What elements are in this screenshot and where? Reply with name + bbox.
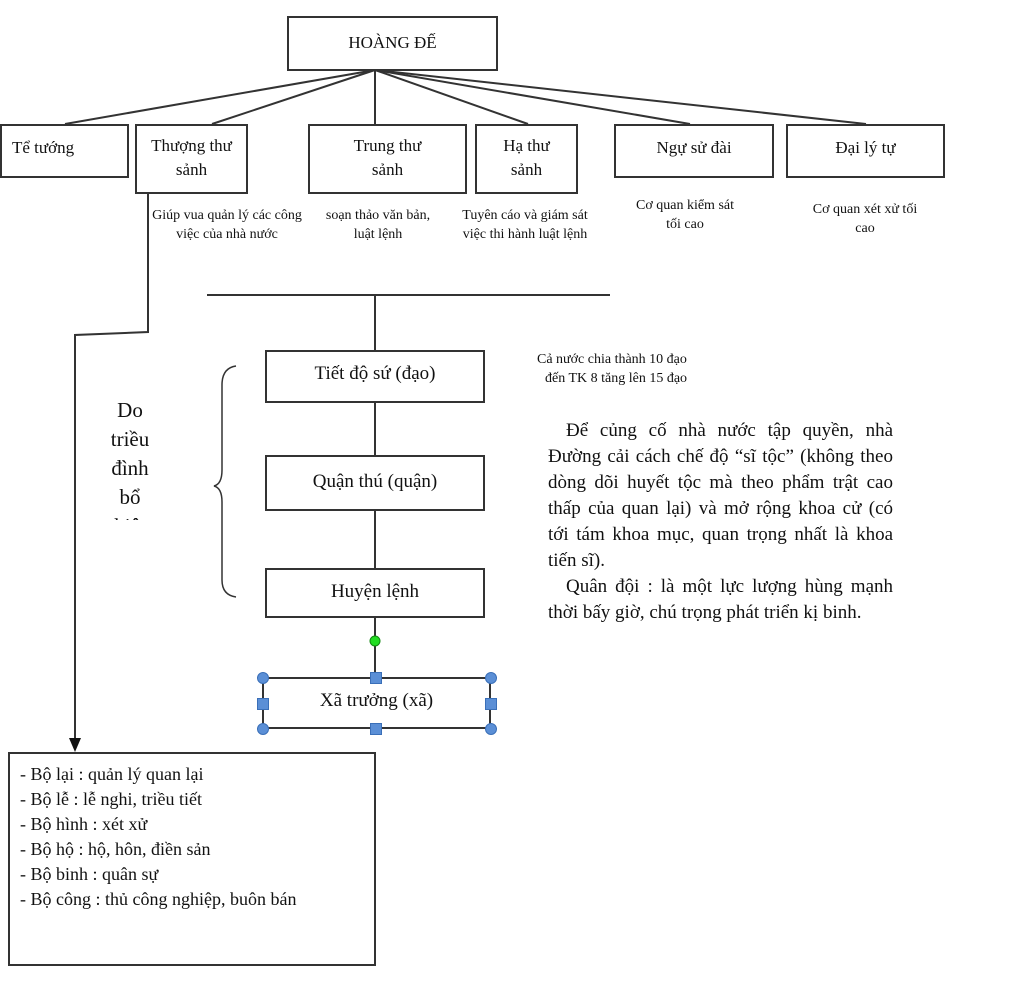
- ministry-item: - Bộ binh : quân sự: [20, 864, 159, 884]
- ministry-item: - Bộ hộ : hộ, hôn, điền sản: [20, 839, 211, 859]
- resize-handle[interactable]: [485, 698, 497, 710]
- ministry-item: - Bộ hình : xét xử: [20, 814, 148, 834]
- department-box: Ngự sử đài: [614, 124, 774, 178]
- department-box: Trung thư sảnh: [308, 124, 467, 194]
- local-level-box: Tiết độ sứ (đạo): [265, 350, 485, 403]
- department-label: Hạ thư sảnh: [503, 136, 550, 179]
- department-desc: Cơ quan xét xử tối cao: [812, 202, 918, 236]
- department-desc: Giúp vua quản lý các công việc của nhà n…: [152, 208, 302, 242]
- ministry-item: - Bộ lễ : lễ nghi, triều tiết: [20, 789, 202, 809]
- department-desc: Cơ quan kiểm sát tối cao: [636, 198, 734, 232]
- resize-handle[interactable]: [370, 723, 382, 735]
- local-level-label: Huyện lệnh: [330, 581, 420, 602]
- ministry-item: - Bộ lại : quản lý quan lại: [20, 764, 204, 784]
- emperor-box: HOÀNG ĐẾ: [287, 16, 498, 71]
- department-box: Tể tướng: [0, 124, 129, 178]
- ministry-item: - Bộ công : thủ công nghiệp, buôn bán: [20, 889, 297, 909]
- resize-handle[interactable]: [485, 672, 497, 684]
- emperor-label: HOÀNG ĐẾ: [348, 33, 437, 52]
- dao-note-line: đến TK 8 tăng lên 15 đạo: [545, 371, 688, 386]
- paragraph: Quân đội : là một lực lượng hùng mạnh th…: [548, 576, 893, 623]
- resize-handle[interactable]: [257, 723, 269, 735]
- local-level-label: Tiết độ sứ (đạo): [314, 363, 436, 384]
- department-label: Trung thư sảnh: [353, 136, 422, 179]
- dao-note-line: Cả nước chia thành 10 đạo: [537, 352, 687, 367]
- local-level-box: Quận thú (quận): [265, 455, 485, 511]
- resize-handle[interactable]: [257, 698, 269, 710]
- department-label: Đại lý tự: [835, 138, 896, 157]
- department-desc: Tuyên cáo và giám sát việc thi hành luật…: [462, 208, 588, 242]
- paragraph: Để củng cố nhà nước tập quyền, nhà Đường…: [548, 420, 893, 571]
- resize-handle[interactable]: [370, 672, 382, 684]
- resize-handle[interactable]: [257, 672, 269, 684]
- department-box: Thượng thư sảnh: [135, 124, 248, 194]
- ministries-box: - Bộ lại : quản lý quan lại - Bộ lễ : lễ…: [8, 752, 376, 966]
- department-label: Tể tướng: [12, 138, 75, 157]
- resize-handle[interactable]: [485, 723, 497, 735]
- department-label: Ngự sử đài: [656, 138, 732, 157]
- department-box: Đại lý tự: [786, 124, 945, 178]
- local-level-label: Xã trưởng (xã): [319, 690, 434, 711]
- appointed-note: Do triều đình bổ nhiệm: [104, 398, 157, 520]
- local-level-box-selected[interactable]: Xã trưởng (xã): [262, 677, 491, 729]
- local-level-label: Quận thú (quận): [312, 471, 438, 492]
- department-box: Hạ thư sảnh: [475, 124, 578, 194]
- dao-note: Cả nước chia thành 10 đạo đến TK 8 tăng …: [537, 350, 687, 388]
- department-desc: soạn thảo văn bản, luật lệnh: [325, 208, 431, 242]
- local-level-box: Huyện lệnh: [265, 568, 485, 618]
- reform-text: Để củng cố nhà nước tập quyền, nhà Đường…: [548, 418, 893, 626]
- department-label: Thượng thư sảnh: [151, 136, 232, 179]
